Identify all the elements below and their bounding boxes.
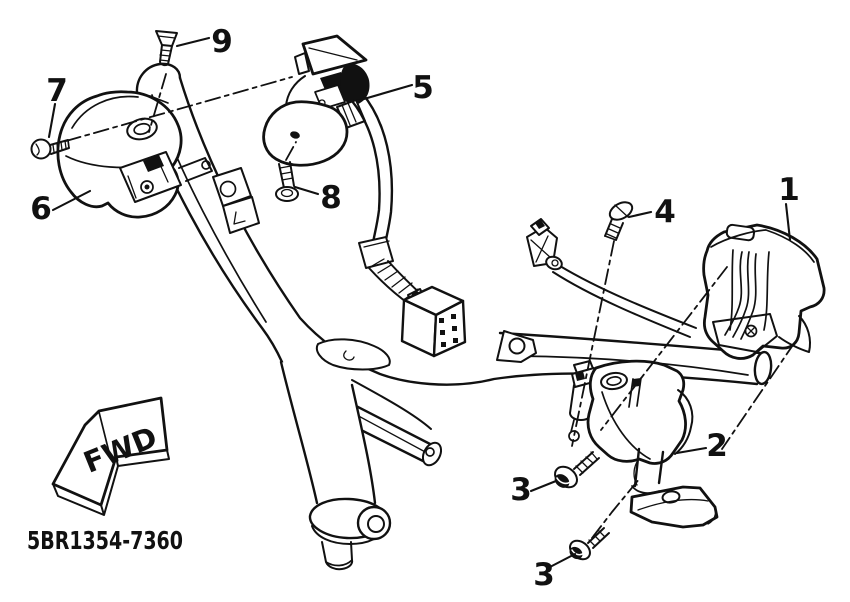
connector-pins — [439, 314, 458, 347]
stem-clamp — [308, 497, 392, 571]
left-switch-mechanism — [119, 151, 213, 203]
callout-6-label: 6 — [30, 191, 52, 227]
mount-plate — [629, 485, 719, 529]
callout-7-label: 7 — [46, 73, 68, 109]
six-pin-connector — [400, 285, 467, 358]
callouts: 1 2 3 3 4 5 6 7 8 9 — [30, 24, 800, 593]
screw-4 — [604, 201, 634, 241]
screw-8 — [275, 161, 299, 202]
bar-end-bracket — [496, 330, 537, 363]
cable-ferrule — [358, 236, 394, 269]
lever-holder-assembly — [568, 359, 719, 529]
right-switch-cable — [526, 218, 697, 338]
tube-plate — [212, 167, 260, 234]
callout-5-label: 5 — [412, 70, 434, 106]
callout-4-label: 4 — [654, 194, 676, 230]
callout-9-label: 9 — [211, 24, 233, 60]
left-switch-housing — [56, 90, 213, 219]
callout-3a-label: 3 — [510, 472, 532, 508]
callout-3b-label: 3 — [533, 557, 555, 593]
wire-harness — [350, 91, 424, 305]
centerlines — [65, 73, 796, 539]
callout-8-label: 8 — [320, 180, 342, 216]
screw-7 — [30, 138, 70, 160]
part-code: 5BR1354-7360 — [27, 526, 183, 555]
screw-9 — [155, 30, 178, 67]
right-switch-housing — [702, 223, 826, 360]
fwd-arrow: FWD — [51, 396, 170, 516]
steering-stem — [279, 330, 537, 571]
housing-wires — [724, 251, 757, 340]
callout-1-label: 1 — [778, 172, 800, 208]
bend-chamfer — [315, 338, 391, 371]
center-switch-assembly — [262, 34, 370, 167]
plunger-switch — [568, 360, 598, 442]
screw-3b — [569, 527, 610, 561]
callout-2-label: 2 — [706, 428, 728, 464]
screw-3a — [554, 451, 600, 489]
